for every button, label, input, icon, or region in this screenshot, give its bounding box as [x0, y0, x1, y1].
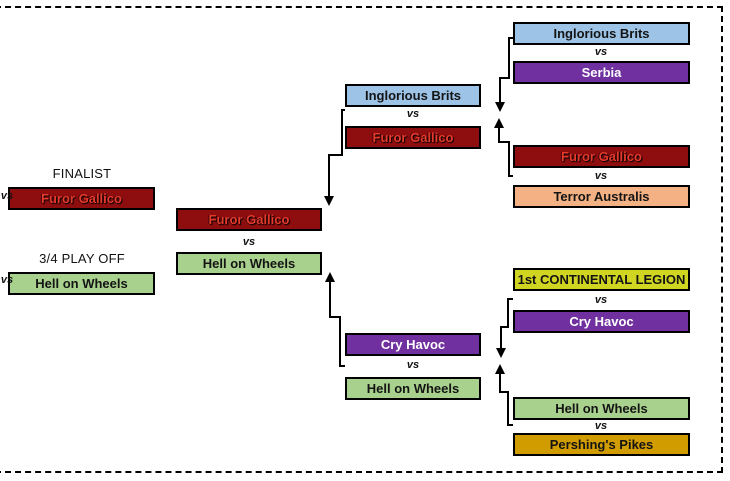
- qf2-bottom-team-box[interactable]: Terror Australis: [513, 185, 690, 208]
- sf1-top-team-box[interactable]: Inglorious Brits: [345, 84, 481, 107]
- arrow-down-sf2: [496, 348, 506, 358]
- vs-label-edge-bottom: vs: [0, 274, 14, 286]
- finalist-label: FINALIST: [52, 166, 112, 181]
- vs-label-sf1: vs: [406, 108, 420, 120]
- third-place-playoff-label: 3/4 PLAY OFF: [39, 251, 125, 266]
- vs-label-sf2: vs: [406, 359, 420, 371]
- arrow-down-final: [324, 196, 334, 206]
- vs-label-final: vs: [242, 236, 256, 248]
- vs-label-qf4: vs: [594, 420, 608, 432]
- qf4-bottom-team-box[interactable]: Pershing's Pikes: [513, 433, 690, 456]
- qf4-top-team-box[interactable]: Hell on Wheels: [513, 397, 690, 420]
- third-place-team-box[interactable]: Hell on Wheels: [8, 272, 155, 295]
- connector-sf1-to-final: [328, 109, 345, 197]
- final-top-team-box[interactable]: Furor Gallico: [176, 208, 322, 231]
- arrow-up-sf1: [494, 118, 504, 128]
- arrow-down-sf1: [495, 102, 505, 112]
- sf2-top-team-box[interactable]: Cry Havoc: [345, 333, 481, 356]
- qf1-top-team-box[interactable]: Inglorious Brits: [513, 22, 690, 45]
- connector-qf1-to-sf1: [499, 37, 513, 103]
- vs-label-qf2: vs: [594, 170, 608, 182]
- page-break-frame: [0, 6, 723, 473]
- qf2-top-team-box[interactable]: Furor Gallico: [513, 145, 690, 168]
- qf1-bottom-team-box[interactable]: Serbia: [513, 61, 690, 84]
- connector-qf4-to-sf2: [499, 373, 513, 426]
- sf2-bottom-team-box[interactable]: Hell on Wheels: [345, 377, 481, 400]
- sf1-bottom-team-box[interactable]: Furor Gallico: [345, 126, 481, 149]
- vs-label-edge-top: vs: [0, 190, 14, 202]
- vs-label-qf3: vs: [594, 294, 608, 306]
- arrow-up-sf2: [495, 364, 505, 374]
- qf3-top-team-box[interactable]: 1st CONTINENTAL LEGION: [513, 268, 690, 291]
- connector-qf3-to-sf2: [500, 298, 513, 349]
- qf3-bottom-team-box[interactable]: Cry Havoc: [513, 310, 690, 333]
- connector-qf2-to-sf1: [498, 127, 513, 177]
- vs-label-qf1: vs: [594, 46, 608, 58]
- arrow-up-final: [325, 272, 335, 282]
- finalist-team-box[interactable]: Furor Gallico: [8, 187, 155, 210]
- final-bottom-team-box[interactable]: Hell on Wheels: [176, 252, 322, 275]
- connector-sf2-to-final: [329, 281, 345, 367]
